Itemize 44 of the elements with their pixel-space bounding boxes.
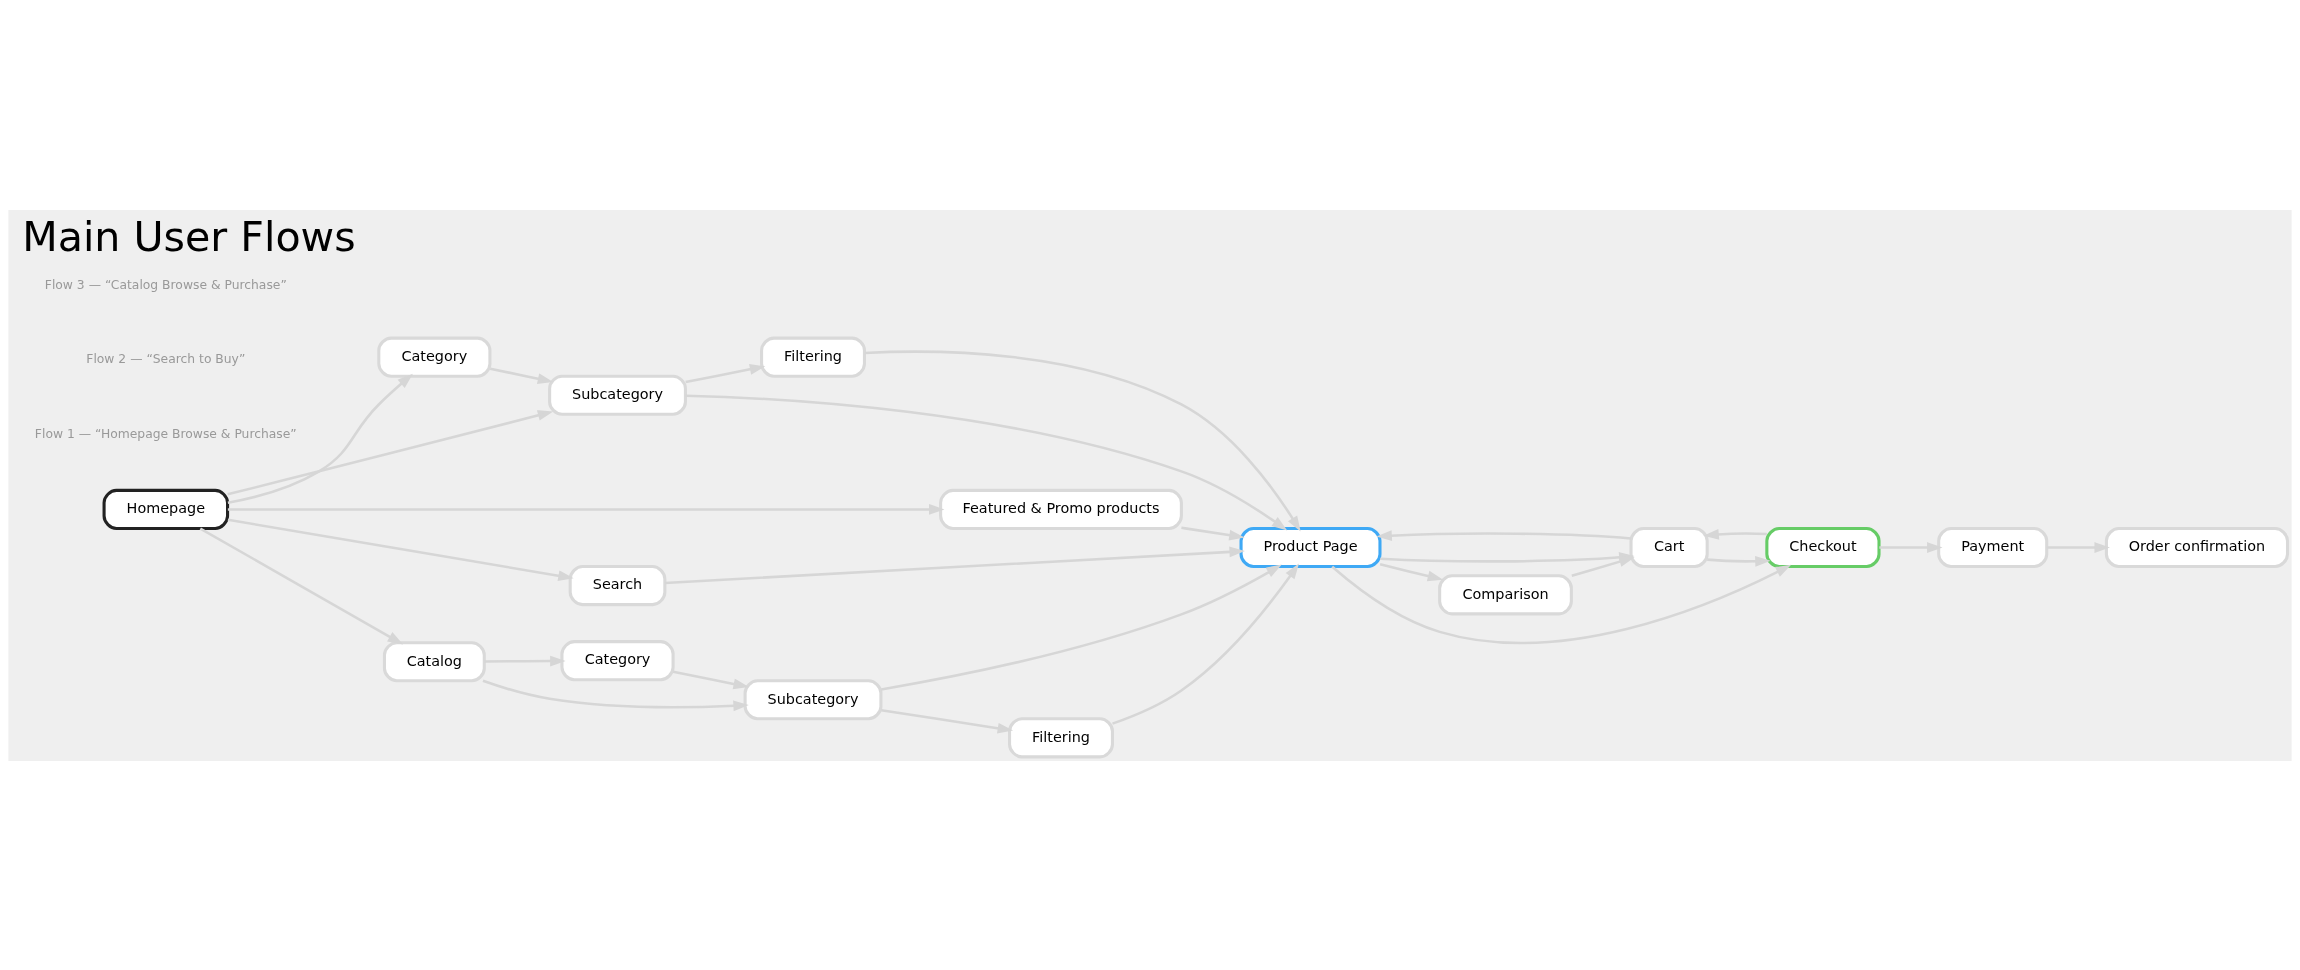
label: Flow 2 — “Search to Buy”	[86, 351, 246, 366]
arrow	[227, 503, 945, 515]
arrow	[664, 546, 1245, 584]
arrow	[2046, 541, 2110, 553]
diagram-title: Main User Flows	[22, 212, 356, 261]
node-box: Homepage	[102, 488, 230, 530]
arrow	[685, 363, 766, 383]
node-box: Subcategory	[743, 678, 883, 720]
arrow	[881, 564, 1282, 691]
node-box: Category	[560, 639, 675, 681]
arrow	[1707, 555, 1771, 567]
node-box: Filtering	[760, 336, 866, 378]
node-box: Catalog	[382, 640, 486, 682]
arrow	[864, 349, 1301, 532]
node-box: Featured & Promo products	[939, 488, 1183, 530]
arrow	[881, 708, 1014, 734]
arrow	[227, 518, 574, 581]
node-box: Order confirmation	[2104, 526, 2290, 568]
arrow	[1112, 563, 1299, 725]
arrow	[672, 669, 749, 689]
arrow	[227, 373, 413, 504]
arrow	[685, 393, 1288, 530]
arrow	[1879, 541, 1943, 553]
label: Flow 3 — “Catalog Browse & Purchase”	[44, 277, 287, 292]
node-box: Filtering	[1008, 716, 1114, 758]
label: Flow 1 — “Homepage Browse & Purchase”	[34, 426, 297, 440]
node-box: Cart	[1629, 526, 1709, 568]
node-box: Search	[568, 564, 667, 606]
arrow	[199, 526, 404, 644]
node-box: Comparison	[1438, 573, 1573, 615]
arrow	[482, 679, 749, 711]
arrow	[1379, 562, 1444, 581]
node-box: Checkout	[1765, 526, 1881, 568]
node-box: Payment	[1937, 526, 2049, 568]
node-box: Category	[377, 336, 492, 378]
arrow	[1181, 526, 1245, 540]
arrow	[484, 655, 566, 666]
arrow	[1376, 529, 1631, 541]
node-box: Subcategory	[548, 374, 687, 416]
arrow	[227, 409, 554, 496]
node-box: Product Page	[1239, 526, 1382, 568]
arrow	[489, 366, 554, 384]
arrow	[1571, 555, 1635, 577]
arrow	[1331, 564, 1792, 644]
